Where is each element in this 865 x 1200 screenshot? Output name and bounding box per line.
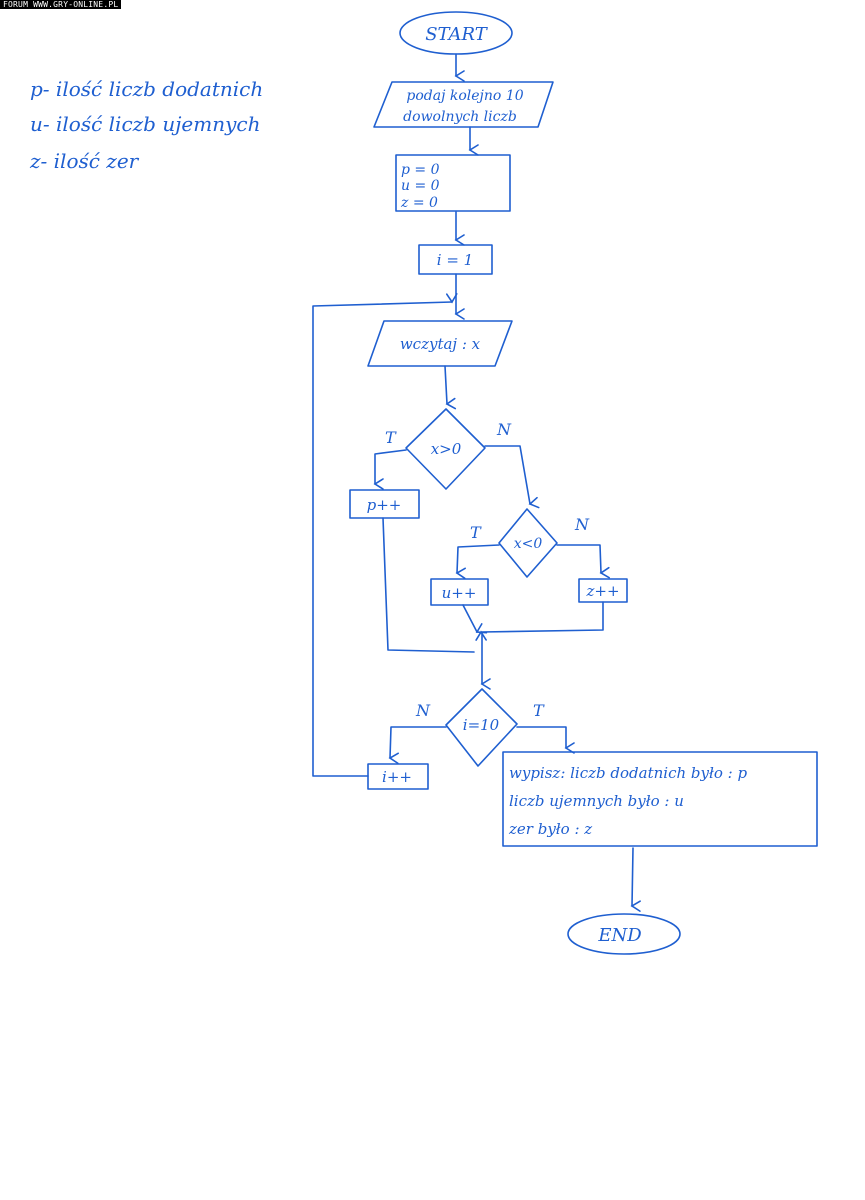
line-p-merge — [382, 517, 475, 653]
branch-end-true: T — [533, 701, 545, 720]
end-terminal — [567, 913, 681, 955]
arrow-u-merge — [462, 604, 488, 634]
output-line2: liczb ujemnych było : u — [509, 792, 684, 810]
arrow-output-end — [630, 847, 641, 912]
init-u: u = 0 — [401, 178, 440, 194]
inc-p-box — [349, 489, 420, 519]
inc-i-label: i++ — [382, 768, 412, 786]
inc-u-label: u++ — [442, 584, 477, 602]
read-x-parallelogram — [367, 320, 513, 367]
arrow-read-cond — [444, 365, 457, 410]
decision-positive-label: x>0 — [431, 440, 462, 458]
arrow-neg-true — [455, 544, 500, 580]
legend-line-z: z- ilość zer — [29, 149, 140, 173]
branch-pos-false: N — [496, 420, 512, 439]
legend-line-u: u- ilość liczb ujemnych — [30, 112, 261, 136]
arrow-neg-false — [556, 544, 610, 579]
branch-neg-true: T — [470, 523, 482, 542]
decision-loop-end — [445, 688, 518, 767]
watermark-text: FORUM WWW.GRY-ONLINE.PL — [0, 0, 122, 9]
init-i-label: i = 1 — [437, 251, 473, 269]
init-z: z = 0 — [400, 195, 438, 211]
arrow-z-merge — [475, 601, 604, 641]
decision-loop-end-label: i=10 — [463, 716, 500, 734]
inc-i-box — [367, 763, 429, 790]
branch-neg-false: N — [574, 515, 590, 534]
branch-pos-true: T — [385, 428, 397, 447]
output-box — [502, 751, 818, 847]
arrow-pos-true — [373, 449, 407, 490]
output-line1: wypisz: liczb dodatnich było : p — [509, 764, 747, 782]
arrow-pos-false — [484, 445, 540, 509]
output-line3: zer było : z — [508, 820, 592, 838]
arrow-end-true — [516, 726, 575, 754]
decision-positive — [405, 408, 486, 490]
end-label: END — [597, 925, 642, 946]
start-label: START — [425, 24, 489, 45]
inc-p-label: p++ — [367, 496, 402, 514]
arrow-end-false — [388, 726, 447, 765]
branch-end-false: N — [415, 701, 431, 720]
loop-back-line — [312, 293, 458, 777]
inc-u-box — [430, 578, 489, 606]
input-line2: dowolnych liczb — [403, 109, 517, 125]
legend-line-p: p- ilość liczb dodatnich — [30, 77, 263, 101]
decision-negative-label: x<0 — [514, 536, 543, 552]
init-counters-box — [395, 154, 511, 212]
decision-negative — [498, 508, 558, 578]
input-parallelogram — [373, 81, 554, 128]
input-line1: podaj kolejno 10 — [406, 88, 523, 104]
init-p: p = 0 — [401, 162, 440, 178]
read-x-label: wczytaj : x — [400, 335, 481, 353]
inc-z-label: z++ — [585, 582, 619, 600]
